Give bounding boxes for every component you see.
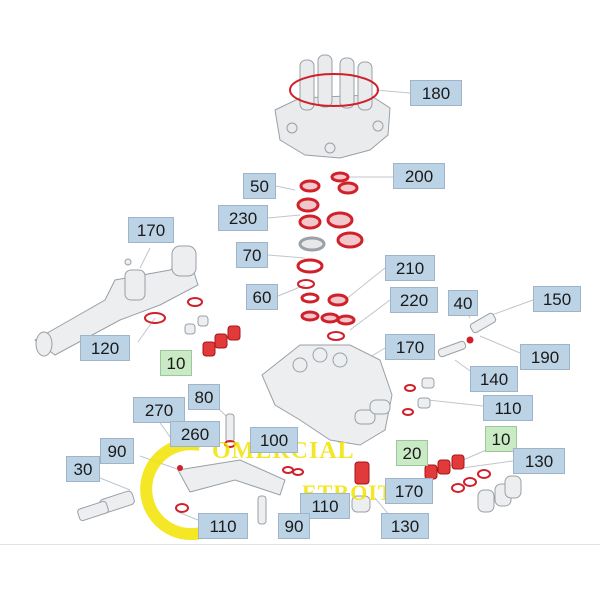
callout-170-bottom: 170	[385, 478, 433, 504]
callout-110-bottom: 110	[198, 513, 248, 539]
outlet-o-ring-3	[292, 468, 304, 476]
small-o-ring	[187, 297, 203, 307]
callout-140: 140	[470, 366, 518, 392]
callout-210: 210	[385, 255, 435, 281]
callout-220: 220	[390, 287, 438, 313]
callout-10-right: 10	[485, 426, 517, 452]
callout-90-left: 90	[100, 438, 134, 464]
callout-200: 200	[393, 163, 445, 189]
outlet-o-ring-4	[175, 503, 189, 513]
bypass-fitting	[417, 312, 497, 409]
callout-270: 270	[133, 397, 185, 423]
callout-60: 60	[246, 284, 278, 310]
divider-line	[0, 544, 600, 545]
outlet-o-ring-1	[224, 440, 236, 448]
callout-180: 180	[410, 80, 462, 106]
callout-90-bottom: 90	[278, 513, 310, 539]
housing-o-ring	[289, 73, 379, 107]
center-valve	[351, 461, 371, 513]
valve-set-left	[184, 315, 241, 357]
callout-230: 230	[218, 205, 268, 231]
callout-110-right: 110	[483, 395, 533, 421]
callout-80: 80	[188, 384, 220, 410]
callout-170-mid: 170	[385, 334, 435, 360]
plug-o-ring-3	[477, 469, 491, 479]
callout-100: 100	[250, 427, 298, 453]
bypass-o-ring-1	[404, 384, 416, 392]
callout-130-right: 130	[513, 448, 565, 474]
callout-40: 40	[448, 290, 478, 316]
callout-50: 50	[243, 173, 276, 199]
valve-set-right	[424, 454, 465, 480]
callout-20: 20	[396, 440, 428, 466]
plug-set	[477, 475, 522, 513]
callout-170-top: 170	[128, 217, 174, 243]
callout-260: 260	[170, 421, 220, 447]
callout-130-bottom: 130	[381, 513, 429, 539]
callout-70: 70	[236, 242, 268, 268]
callout-150: 150	[533, 286, 581, 312]
inlet-manifold	[34, 245, 199, 357]
outlet-assembly	[77, 413, 286, 525]
outlet-seal-dot	[177, 465, 183, 471]
callout-30: 30	[66, 456, 100, 482]
callout-120: 120	[80, 335, 130, 361]
plug-o-ring-1	[451, 483, 465, 493]
outlet-o-ring-2	[282, 466, 294, 474]
pump-head	[261, 344, 393, 446]
callout-10-left: 10	[160, 350, 192, 376]
inlet-o-ring	[144, 312, 166, 324]
plug-o-ring-2	[463, 477, 477, 487]
crank-housing	[274, 54, 391, 159]
bypass-o-ring-2	[402, 408, 414, 416]
callout-190: 190	[520, 344, 570, 370]
seal-stack	[296, 171, 364, 341]
